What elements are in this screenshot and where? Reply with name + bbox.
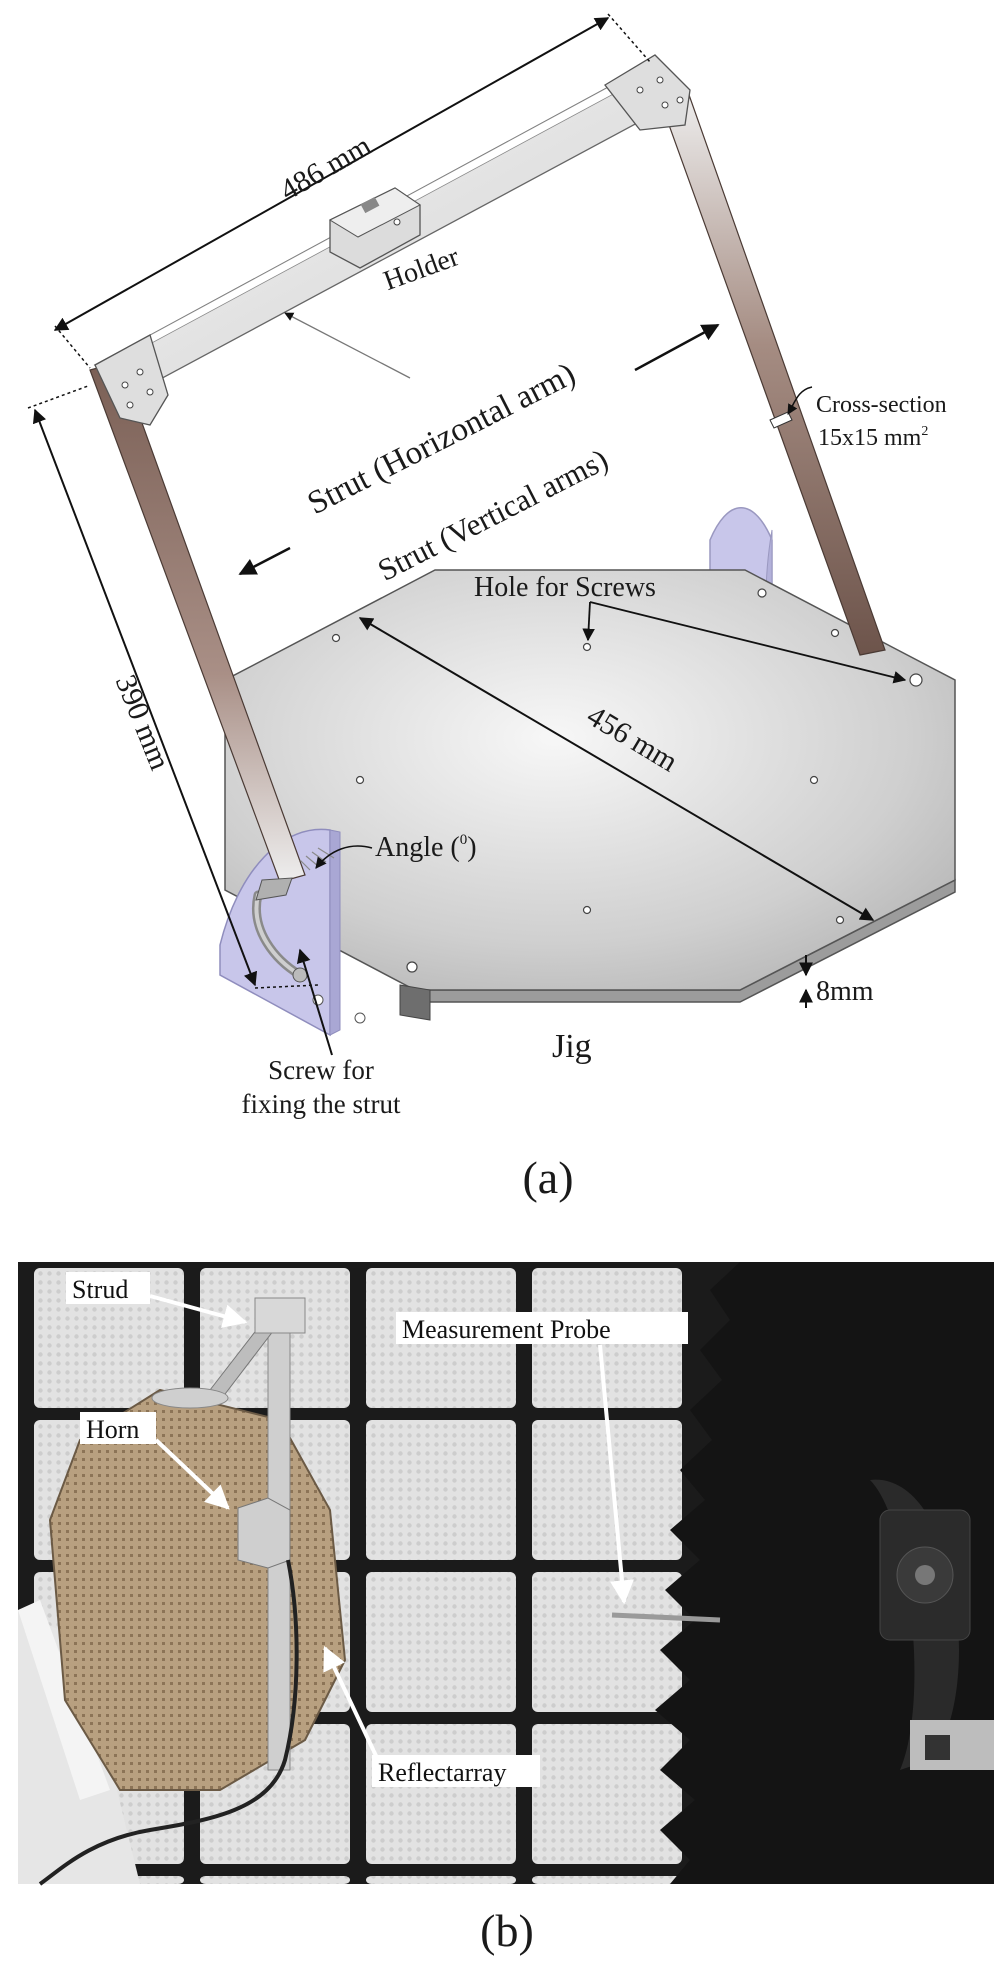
absorber-tile [532,1420,682,1560]
label-horn-group: Horn [80,1412,230,1510]
absorber-tile [366,1876,516,1884]
dim-390-label: 390 mm [109,670,177,774]
label-angle-text: Angle ( [375,832,460,863]
cable [38,1559,299,1886]
dim-486-label: 486 mm [274,129,376,207]
strut-vertical-left [89,361,306,883]
measurement-probe [611,1612,721,1623]
label-hole-for-screws: Hole for Screws [474,572,656,603]
absorber-tile [532,1876,682,1884]
bracket-right [604,54,691,131]
label-strud-group: Strud [66,1272,248,1328]
caption-a: (a) [522,1152,573,1203]
absorber-tile [532,1724,682,1864]
caption-b: (b) [480,1905,534,1956]
label-cross-section-line1: Cross-section [816,392,947,418]
absorber-tile [532,1572,682,1712]
label-hole-for-screws-group: Hole for Screws [474,572,907,684]
label-cross-section-sup: 2 [921,424,928,439]
label-strut-vertical-group: Strut (Vertical arms) [238,323,720,588]
label-angle-close: ) [467,832,476,863]
label-jig: Jig [552,1028,592,1065]
absorber-tile [366,1420,516,1560]
label-cross-section-value: 15x15 mm [818,425,922,451]
dim-8mm-label: 8mm [816,976,874,1007]
label-angle-group: Angle (0) [315,832,477,869]
label-screw-line1: Screw for [268,1055,374,1085]
horn [237,1497,291,1569]
panel-a: 486 mm 390 mm 456 mm 8mm Holder Strut (H… [27,13,956,1203]
label-cross-section-group: Cross-section 15x15 mm2 [787,386,947,451]
panel-b-photo: Strud Horn Measurement Probe Reflectarra… [18,1262,994,1886]
label-reflectarray-group: Reflectarray [323,1645,540,1787]
label-measurement-probe: Measurement Probe [402,1315,611,1344]
absorber-tile [200,1876,350,1884]
label-cross-section-line2: 15x15 mm2 [818,424,928,451]
absorber-tile [366,1572,516,1712]
absorber-tile [366,1724,516,1864]
label-screw-group: Screw for fixing the strut [242,948,401,1119]
label-horn: Horn [86,1415,139,1444]
label-screw-line2: fixing the strut [242,1089,401,1119]
label-angle-sup: 0 [460,832,468,848]
label-reflectarray: Reflectarray [378,1758,506,1787]
label-strud: Strud [72,1275,128,1304]
dim-486: 486 mm [53,13,651,369]
absorber-cones [655,1262,994,1884]
label-measurement-probe-group: Measurement Probe [396,1312,688,1605]
label-angle: Angle (0) [375,832,477,863]
dim-8mm: 8mm [799,955,874,1008]
